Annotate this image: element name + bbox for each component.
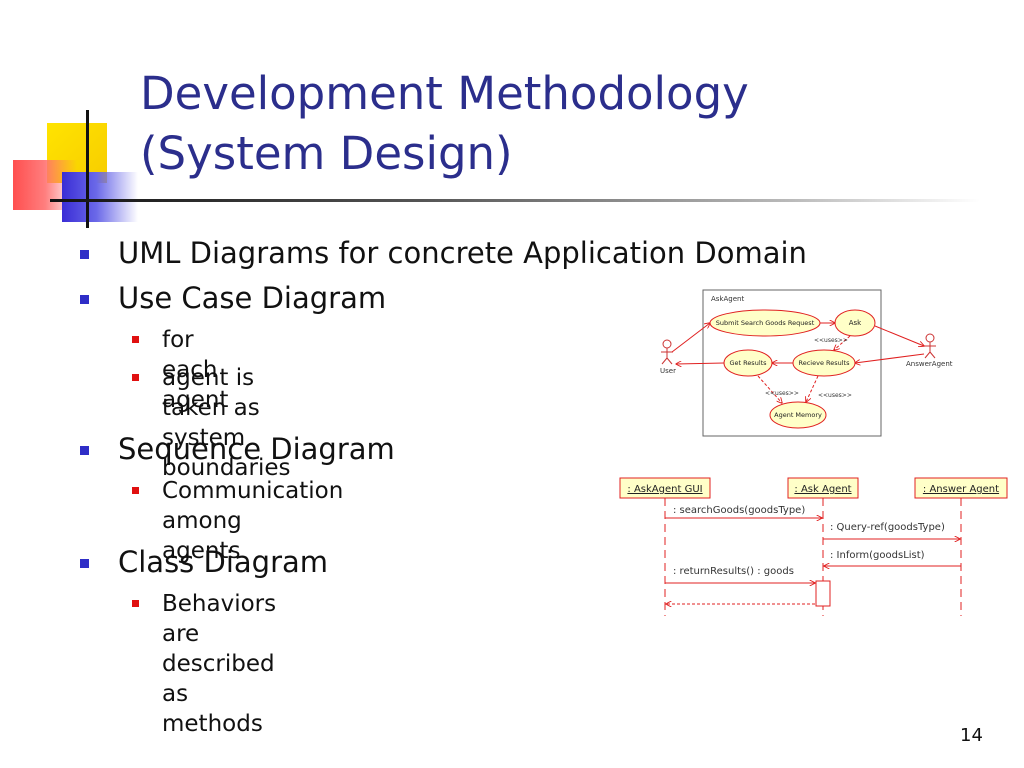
actor-answeragent-icon — [924, 333, 936, 359]
sequence-diagram: : AskAgent GUI : Ask Agent : Answer Agen… — [619, 477, 1008, 616]
system-name: AskAgent — [711, 295, 744, 303]
deco-blue-block — [62, 172, 138, 222]
sub-bullet-system-boundaries: agent is taken as system boundaries — [132, 363, 291, 483]
activation-box — [815, 580, 831, 607]
page-number: 14 — [960, 725, 983, 746]
title-line-2: (System Design) — [140, 127, 513, 180]
object-answer-agent-label: : Answer Agent — [923, 484, 999, 495]
slide-title: Development Methodology (System Design) — [140, 64, 749, 184]
bullet-use-case: Use Case Diagram — [79, 281, 387, 315]
sub-bullet-behaviors: Behaviors are described as methods — [131, 589, 277, 739]
sub-bullet-line: agent is taken as system — [162, 365, 260, 451]
sub-bullet-each-agent: for each agent — [131, 325, 229, 415]
message-2-label: : Query-ref(goodsType) — [830, 522, 945, 533]
actor-user-label: User — [660, 367, 676, 375]
bullet-sequence: Sequence Diagram — [80, 432, 395, 466]
bullet-class-diagram: Class Diagram — [79, 545, 329, 579]
message-3-label: : Inform(goodsList) — [830, 550, 925, 561]
usecase-ask-label: Ask — [849, 319, 862, 327]
uses-label-2: <<uses>> — [765, 390, 799, 397]
use-case-diagram: AskAgent User AnswerAgent Submit Search … — [660, 289, 953, 437]
title-divider — [50, 199, 980, 202]
usecase-get-label: Get Results — [729, 359, 767, 367]
sub-bullet-line: for each agent — [162, 327, 229, 413]
sub-bullet-line: agents — [162, 538, 241, 564]
sub-bullet-line: Communication among — [162, 478, 344, 534]
message-4-label: : returnResults() : goods — [673, 566, 794, 577]
object-ask-agent-label: : Ask Agent — [794, 484, 851, 495]
deco-vertical-line — [86, 110, 89, 228]
actor-user-icon — [661, 339, 673, 365]
sub-bullet-line: boundaries — [162, 455, 291, 481]
message-1-label: : searchGoods(goodsType) — [673, 505, 805, 516]
usecase-recieve-label: Recieve Results — [799, 359, 851, 367]
title-line-1: Development Methodology — [140, 67, 749, 120]
usecase-memory-label: Agent Memory — [774, 411, 822, 419]
sub-bullet-line: Behaviors are described as methods — [162, 591, 277, 737]
usecase-submit-label: Submit Search Goods Request — [716, 319, 815, 327]
usecase-agent-memory — [769, 401, 827, 429]
uses-label-1: <<uses>> — [814, 337, 848, 344]
object-askagent-gui-label: : AskAgent GUI — [627, 484, 702, 495]
bullet-uml-diagrams: UML Diagrams for concrete Application Do… — [80, 236, 807, 270]
uses-label-3: <<uses>> — [818, 392, 852, 399]
actor-answeragent-label: AnswerAgent — [906, 360, 953, 368]
sub-bullet-communication: Communication among agents — [131, 476, 344, 566]
